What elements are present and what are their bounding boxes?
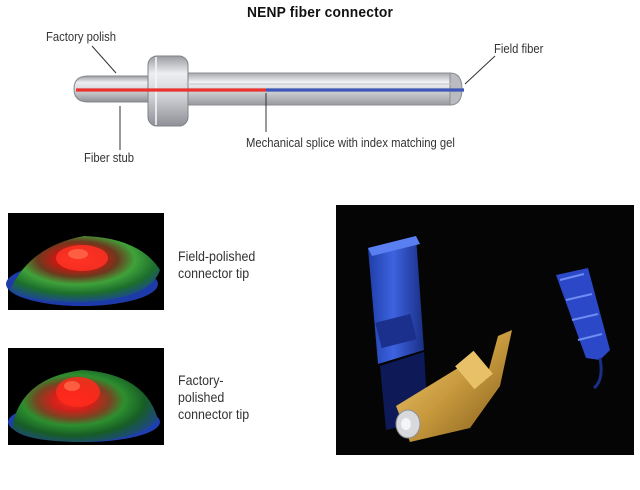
field-polished-caption: Field-polished connector tip xyxy=(178,248,255,282)
caption-line: Field-polished xyxy=(178,249,256,264)
factory-polished-caption: Factory- polished connector tip xyxy=(178,372,249,423)
leader-factory-polish xyxy=(91,45,117,74)
connector-photo xyxy=(336,205,634,455)
diagram-title: NENP fiber connector xyxy=(246,4,394,21)
mechanical-splice-label: Mechanical splice with index matching ge… xyxy=(246,136,455,150)
caption-line: Factory- xyxy=(178,373,224,388)
factory-polish-label: Factory polish xyxy=(46,30,117,44)
caption-line: connector tip xyxy=(178,266,250,281)
caption-line: connector tip xyxy=(178,407,250,422)
leader-field-fiber xyxy=(464,55,496,85)
field-fiber-label: Field fiber xyxy=(494,42,544,56)
field-polished-tip-image xyxy=(6,213,164,310)
caption-line: polished xyxy=(178,390,225,405)
factory-polished-tip-image xyxy=(8,348,164,445)
fiber-stub-label: Fiber stub xyxy=(84,151,135,165)
